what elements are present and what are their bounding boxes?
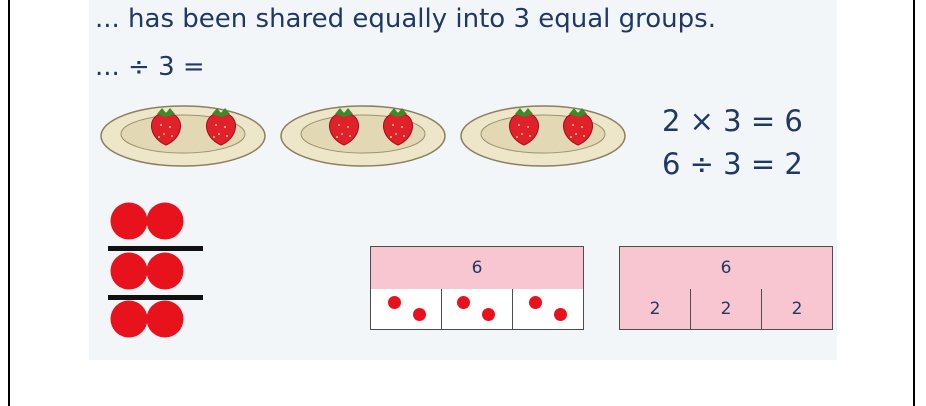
counter-icon [111,203,148,240]
division-prompt: ... ÷ 3 = [95,52,205,82]
division-fact: 6 ÷ 3 = 2 [662,147,803,181]
bar-part-dots [513,289,583,329]
counter-icon [111,253,148,290]
counter-icon [147,253,184,290]
counter-icon [111,301,148,338]
row-divider [108,246,203,251]
bar-model-parts: 2 2 2 [620,289,832,329]
bar-part-value: 2 [620,289,691,329]
sharing-statement: ... has been shared equally into 3 equal… [95,4,716,34]
dot-icon [388,296,401,309]
plate-3 [461,106,625,166]
dot-icon [554,308,567,321]
bar-part-dots [371,289,442,329]
frame-left-border [8,0,10,406]
multiplication-fact: 2 × 3 = 6 [662,104,803,138]
bar-model-numbers: 6 2 2 2 [619,246,833,330]
bar-part-value: 2 [691,289,762,329]
counters-array [108,200,208,342]
row-divider [108,295,203,300]
bar-part-value: 2 [762,289,832,329]
bar-part-dots [442,289,513,329]
plate-1 [101,106,265,166]
dot-icon [482,308,495,321]
counter-icon [147,203,184,240]
counter-icon [147,301,184,338]
bar-model-parts [371,289,583,329]
dot-icon [457,296,470,309]
bar-model-dots: 6 [370,246,584,330]
plates-illustration [100,100,640,170]
dot-icon [413,308,426,321]
frame-right-border [913,0,915,406]
dot-icon [529,296,542,309]
bar-model-whole: 6 [371,247,583,290]
plate-2 [281,106,445,166]
bar-model-whole: 6 [620,247,832,290]
